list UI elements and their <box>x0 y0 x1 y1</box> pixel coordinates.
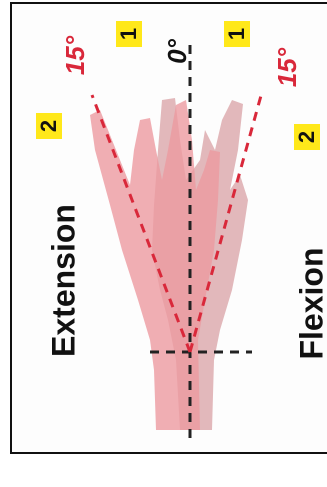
angle-label-extension: 15° <box>60 36 91 75</box>
badge-mid-left: 2 <box>36 113 62 139</box>
badge-top-left: 1 <box>116 21 142 47</box>
badge-top-right: 1 <box>224 21 250 47</box>
angle-label-center: 0° <box>162 39 193 64</box>
badge-mid-right: 2 <box>294 124 320 150</box>
extension-label: Extension <box>46 201 83 361</box>
flexion-label: Flexion <box>294 250 327 360</box>
angle-label-flexion: 15° <box>272 48 303 87</box>
